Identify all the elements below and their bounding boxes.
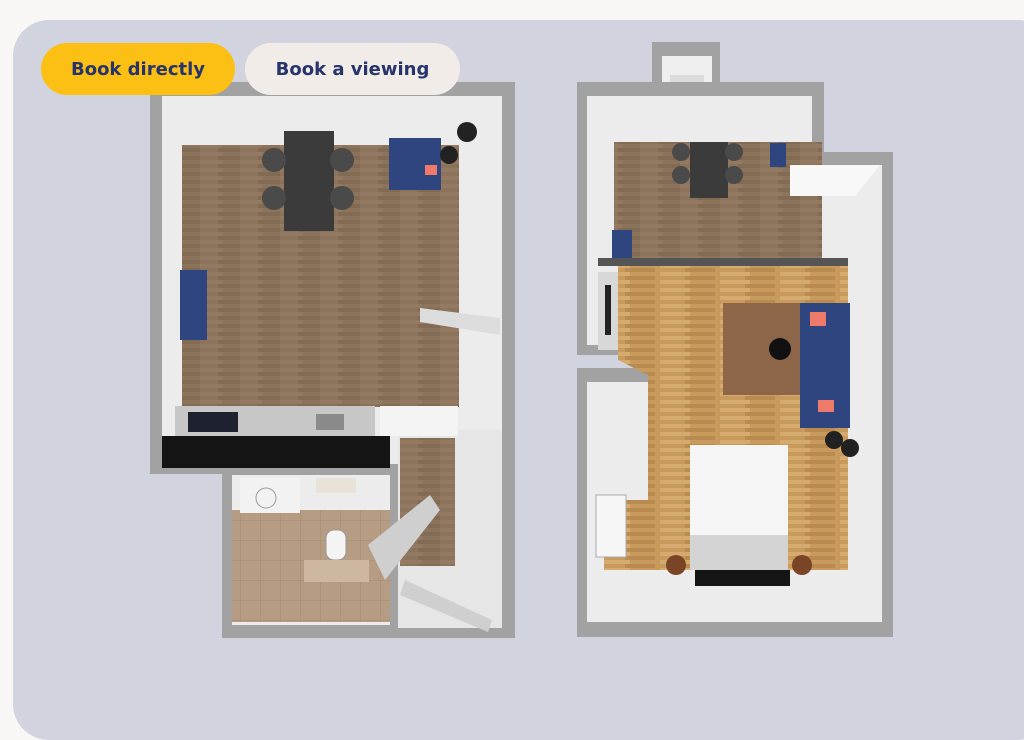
floorplan-left bbox=[150, 82, 515, 638]
sofa bbox=[180, 270, 207, 340]
bed bbox=[690, 445, 788, 545]
book-viewing-button[interactable]: Book a viewing bbox=[245, 43, 460, 95]
kitchen-cabinets bbox=[162, 436, 390, 468]
book-directly-button[interactable]: Book directly bbox=[41, 43, 235, 95]
armchair bbox=[389, 138, 441, 190]
dining-table bbox=[284, 131, 334, 231]
floorplan-right bbox=[577, 42, 893, 637]
floorplan-images bbox=[150, 42, 893, 638]
railing bbox=[598, 258, 848, 266]
